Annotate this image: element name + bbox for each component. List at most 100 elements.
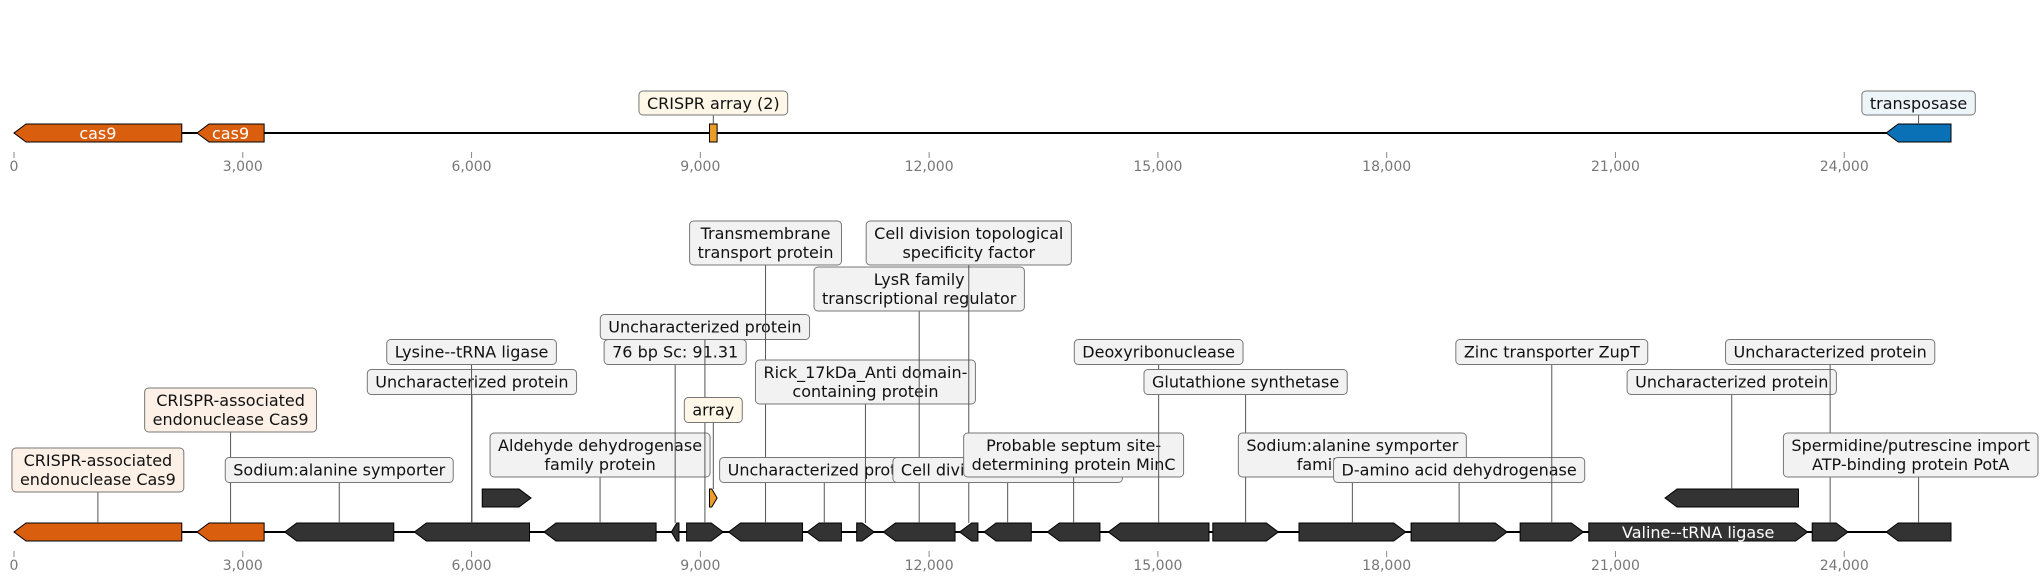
gene-feature[interactable]: Probable septum site-determining protein… bbox=[963, 432, 1185, 542]
gene-feature[interactable]: Rick_17kDa_Anti domain-containing protei… bbox=[754, 359, 976, 542]
gene-arrow[interactable] bbox=[1046, 522, 1101, 542]
feature-label-box bbox=[1333, 457, 1586, 483]
gene-arrow[interactable] bbox=[983, 522, 1032, 542]
gene-feature[interactable]: 76 bp Sc: 91.31 bbox=[603, 339, 747, 542]
gene-arrow[interactable] bbox=[708, 123, 718, 143]
feature-label-text: D-amino acid dehydrogenase bbox=[1342, 461, 1577, 480]
tick-label: 18,000 bbox=[1362, 159, 1411, 175]
gene-feature[interactable]: Deoxyribonuclease bbox=[1073, 339, 1244, 542]
feature-label-text: CRISPR-associated bbox=[24, 451, 173, 470]
feature-label-box bbox=[599, 314, 811, 340]
gene-feature[interactable]: Uncharacterized protein bbox=[599, 314, 811, 542]
gene-arrow[interactable] bbox=[882, 522, 956, 542]
feature-label-box bbox=[144, 387, 318, 433]
gene-feature[interactable]: CRISPR array (2) bbox=[638, 90, 789, 143]
tick-label: 0 bbox=[10, 159, 19, 175]
gene-feature[interactable]: cas9 bbox=[13, 123, 183, 143]
feature-label-text: Uncharacterized protein bbox=[728, 461, 921, 480]
gene-arrow[interactable] bbox=[856, 522, 876, 542]
gene-arrow[interactable] bbox=[727, 522, 804, 542]
feature-label-text: ATP-binding protein PotA bbox=[1812, 455, 2009, 474]
tick-label: 15,000 bbox=[1133, 558, 1182, 574]
feature-label-text: Zinc transporter ZupT bbox=[1464, 343, 1640, 362]
feature-label-text: Glutathione synthetase bbox=[1152, 373, 1339, 392]
gene-arrow[interactable] bbox=[686, 522, 725, 542]
gene-arrow[interactable] bbox=[1885, 123, 1952, 143]
feature-label-box bbox=[1724, 339, 1936, 365]
feature-label-text: Sodium:alanine symporter bbox=[1246, 436, 1458, 455]
tick-label: 6,000 bbox=[452, 558, 492, 574]
feature-label-text: Uncharacterized protein bbox=[608, 318, 801, 337]
gene-arrow[interactable] bbox=[1811, 522, 1849, 542]
feature-label-box bbox=[224, 457, 454, 483]
feature-label-box bbox=[683, 397, 743, 423]
gene-arrow[interactable] bbox=[1588, 522, 1809, 542]
gene-arrow[interactable] bbox=[1298, 522, 1407, 542]
feature-label-text: array bbox=[692, 401, 734, 420]
gene-arrow[interactable] bbox=[670, 522, 680, 542]
feature-label-box bbox=[1073, 339, 1244, 365]
tick-label: 21,000 bbox=[1591, 558, 1640, 574]
feature-label-box bbox=[689, 220, 842, 266]
feature-label-text: LysR family bbox=[874, 270, 965, 289]
tick-label: 9,000 bbox=[680, 159, 720, 175]
gene-arrow[interactable] bbox=[1664, 488, 1799, 508]
gene-feature[interactable]: Glutathione synthetase bbox=[1143, 369, 1348, 542]
feature-label-text: Cell division topological bbox=[874, 224, 1063, 243]
feature-label-text: endonuclease Cas9 bbox=[153, 410, 309, 429]
gene-arrow[interactable] bbox=[1410, 522, 1509, 542]
gene-arrow[interactable] bbox=[543, 522, 657, 542]
feature-label-box bbox=[865, 220, 1072, 266]
gene-arrow[interactable] bbox=[413, 522, 531, 542]
gene-arrow[interactable] bbox=[708, 488, 718, 508]
feature-label-box bbox=[963, 432, 1185, 478]
gene-feature-label: Lysine--tRNA ligase bbox=[386, 339, 557, 523]
gene-arrow[interactable] bbox=[1885, 522, 1952, 542]
gene-arrow[interactable] bbox=[1212, 522, 1280, 542]
tick-label: 12,000 bbox=[905, 558, 954, 574]
feature-label-text: transport protein bbox=[698, 243, 834, 262]
feature-label-box bbox=[1861, 90, 1976, 116]
gene-feature[interactable]: transposase bbox=[1861, 90, 1976, 143]
feature-label-text: endonuclease Cas9 bbox=[20, 470, 176, 489]
gene-feature[interactable]: Spermidine/putrescine importATP-binding … bbox=[1782, 432, 2039, 542]
feature-label-text: transcriptional regulator bbox=[822, 289, 1017, 308]
gene-feature[interactable]: Zinc transporter ZupT bbox=[1455, 339, 1649, 542]
gene-feature[interactable]: Sodium:alanine symporter bbox=[224, 457, 454, 542]
gene-arrow[interactable] bbox=[196, 522, 265, 542]
gene-feature[interactable]: array bbox=[683, 397, 743, 508]
gene-inside-label: Valine--tRNA ligase bbox=[1622, 523, 1774, 542]
gene-feature[interactable]: cas9 bbox=[196, 123, 265, 143]
gene-arrow[interactable] bbox=[13, 123, 183, 143]
feature-label-text: Sodium:alanine symporter bbox=[233, 461, 445, 480]
feature-label-box bbox=[1782, 432, 2039, 478]
gene-arrow[interactable] bbox=[1519, 522, 1585, 542]
gene-feature[interactable]: Uncharacterized protein bbox=[1626, 369, 1837, 508]
gene-feature[interactable]: Uncharacterized protein bbox=[719, 457, 930, 542]
gene-arrow[interactable] bbox=[1107, 522, 1210, 542]
feature-label-box bbox=[1455, 339, 1649, 365]
gene-arrow[interactable] bbox=[283, 522, 395, 542]
gene-arrow[interactable] bbox=[13, 522, 183, 542]
gene-arrow[interactable] bbox=[196, 123, 265, 143]
feature-label-box bbox=[489, 432, 711, 478]
feature-label-text: 76 bp Sc: 91.31 bbox=[612, 343, 738, 362]
gene-feature[interactable]: Valine--tRNA ligase bbox=[1588, 522, 1809, 542]
gene-feature[interactable]: D-amino acid dehydrogenase bbox=[1333, 457, 1586, 542]
feature-label-box bbox=[813, 266, 1025, 312]
gene-arrow[interactable] bbox=[806, 522, 842, 542]
tick-label: 0 bbox=[10, 558, 19, 574]
gene-feature[interactable]: Uncharacterized protein bbox=[1724, 339, 1936, 542]
feature-label-text: specificity factor bbox=[902, 243, 1035, 262]
gene-feature[interactable] bbox=[481, 488, 532, 508]
gene-arrow[interactable] bbox=[481, 488, 532, 508]
gene-arrow[interactable] bbox=[958, 522, 979, 542]
